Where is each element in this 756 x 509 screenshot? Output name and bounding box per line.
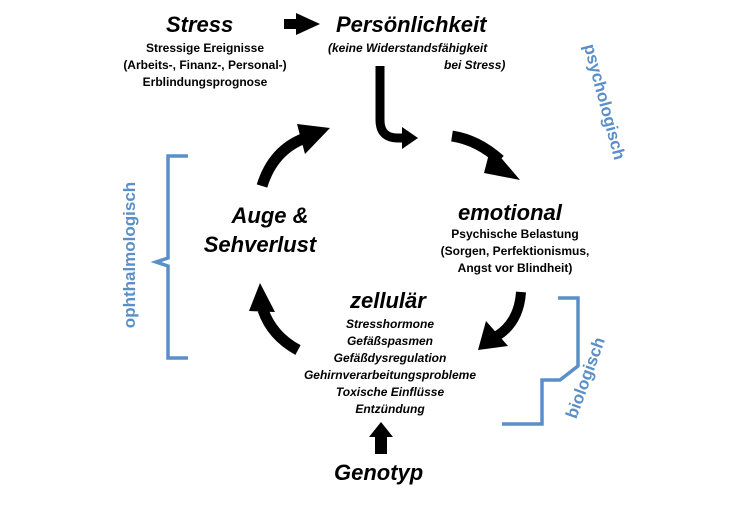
zellulaer-line-6: Entzündung bbox=[355, 402, 425, 416]
stress-line-2: (Arbeits-, Finanz-, Personal-) bbox=[123, 58, 287, 72]
stress-line-3: Erblindungsprognose bbox=[142, 75, 268, 89]
stress-line-1: Stressige Ereignisse bbox=[145, 41, 265, 55]
emotional-line-1: Psychische Belastung bbox=[451, 227, 579, 241]
auge-line-2: Sehverlust bbox=[203, 232, 317, 257]
zellulaer-line-2: Gefäßspasmen bbox=[346, 334, 434, 348]
arrow-persoenlichkeit-bend bbox=[375, 66, 418, 149]
zellulaer-line-3: Gefäßdysregulation bbox=[333, 351, 447, 365]
brace-biologisch bbox=[502, 296, 580, 426]
label-ophthalmologisch: ophthalmologisch bbox=[120, 181, 139, 329]
zellulaer-line-1: Stresshormone bbox=[345, 317, 435, 331]
persoenlichkeit-line-1: (keine Widerstandsfähigkeit bbox=[328, 41, 488, 55]
arrow-to-emotional bbox=[451, 130, 520, 180]
emotional-title: emotional bbox=[458, 200, 562, 225]
emotional-line-3: Angst vor Blindheit) bbox=[457, 261, 573, 275]
arrow-auge-to-top bbox=[256, 124, 330, 188]
stress-title: Stress bbox=[166, 12, 234, 37]
zellulaer-title: zellulär bbox=[350, 288, 426, 313]
emotional-line-2: (Sorgen, Perfektionismus, bbox=[440, 244, 590, 258]
zellulaer-line-4: Gehirnverarbeitungsprobleme bbox=[303, 368, 477, 382]
auge-line-1: Auge & bbox=[231, 203, 309, 228]
persoenlichkeit-line-2: bei Stress) bbox=[444, 58, 506, 72]
arrow-genotyp-up bbox=[369, 422, 393, 454]
arrow-emotional-to-zellulaer bbox=[478, 291, 526, 350]
arrow-stress-to-persoenlichkeit bbox=[284, 13, 320, 35]
persoenlichkeit-title: Persönlichkeit bbox=[336, 12, 487, 37]
brace-ophthalmologisch bbox=[150, 154, 188, 360]
genotyp-title: Genotyp bbox=[334, 460, 424, 485]
arrow-zellulaer-to-auge bbox=[249, 283, 301, 355]
zellulaer-line-5: Toxische Einflüsse bbox=[335, 385, 445, 399]
